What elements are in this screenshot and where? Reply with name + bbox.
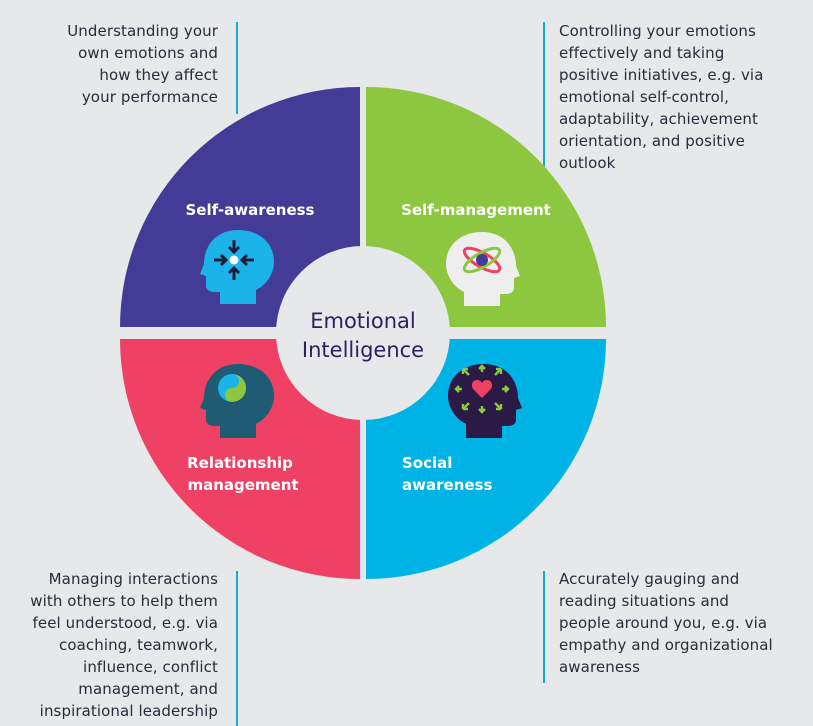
callout-divider	[236, 571, 238, 726]
description-line: Managing interactions	[48, 570, 218, 588]
description-line: Controlling your emotions	[559, 22, 756, 40]
relationship-management-label-line2: management	[187, 476, 298, 494]
self-awareness-quadrant	[120, 87, 360, 327]
description-line: how they affect	[99, 66, 218, 84]
description-line: reading situations and	[559, 592, 730, 610]
relationship-management-quadrant	[120, 339, 360, 579]
social-awareness-description: Accurately gauging and reading situation…	[559, 568, 773, 678]
description-line: own emotions and	[78, 44, 218, 62]
description-line: orientation, and positive	[559, 132, 745, 150]
head-heart-icon	[448, 364, 522, 438]
relationship-management-description: Managing interactions with others to hel…	[30, 568, 218, 722]
description-line: feel understood, e.g. via	[32, 614, 218, 632]
callout-divider	[543, 22, 545, 174]
description-line: with others to help them	[30, 592, 218, 610]
description-line: Accurately gauging and	[559, 570, 740, 588]
center-label-line1: Emotional	[310, 309, 416, 333]
description-line: Understanding your	[67, 22, 218, 40]
head-focus-icon	[200, 230, 274, 304]
self-management-label: Self-management	[401, 201, 551, 219]
self-awareness-label: Self-awareness	[186, 201, 315, 219]
description-line: people around you, e.g. via	[559, 614, 768, 632]
description-line: influence, conflict	[83, 658, 218, 676]
center-label-line2: Intelligence	[302, 338, 424, 362]
description-line: effectively and taking	[559, 44, 725, 62]
social-awareness-label-line1: Social	[402, 454, 452, 472]
social-awareness-quadrant	[366, 339, 606, 579]
description-line: empathy and organizational	[559, 636, 773, 654]
description-line: positive initiatives, e.g. via	[559, 66, 764, 84]
description-line: your performance	[81, 88, 218, 106]
head-yin-yang-icon	[200, 364, 274, 438]
description-line: awareness	[559, 658, 640, 676]
center-hub	[276, 246, 450, 420]
callout-divider	[543, 571, 545, 683]
callout-divider	[236, 22, 238, 114]
description-line: inspirational leadership	[39, 702, 218, 720]
description-line: coaching, teamwork,	[59, 636, 218, 654]
description-line: emotional self-control,	[559, 88, 730, 106]
description-line: management, and	[78, 680, 218, 698]
relationship-management-label-line1: Relationship	[187, 454, 293, 472]
head-atom-icon	[446, 232, 520, 306]
self-awareness-description: Understanding your own emotions and how …	[67, 20, 218, 108]
self-management-quadrant	[366, 87, 606, 327]
description-line: outlook	[559, 154, 616, 172]
description-line: adaptability, achievement	[559, 110, 758, 128]
social-awareness-label-line2: awareness	[402, 476, 492, 494]
self-management-description: Controlling your emotions effectively an…	[559, 20, 763, 174]
